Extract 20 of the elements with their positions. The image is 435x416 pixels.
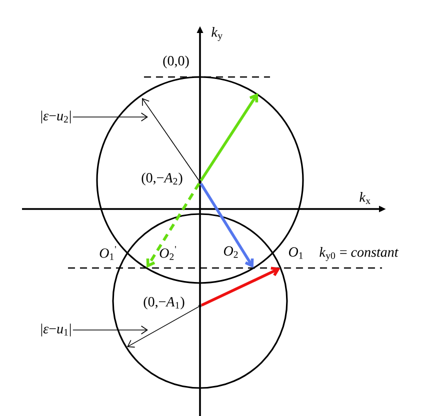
arrow	[127, 306, 199, 348]
formula-label: |ε−u$_{1}$|	[41, 324, 71, 336]
point-label: (0,0)	[163, 56, 189, 68]
leader-line	[72, 112, 148, 122]
arrow	[200, 93, 258, 182]
axis-label: k$_{y}$	[212, 27, 222, 41]
point-label: (0,−A$_{2}$)	[142, 172, 202, 186]
point-label: O$_{1}$'	[100, 246, 116, 260]
arrow	[200, 182, 254, 268]
arrow	[142, 98, 200, 181]
axis-label: k$_{y0}$ = constant	[320, 247, 399, 261]
point-label: O$_{2}$'	[160, 246, 176, 260]
formula-label: |ε−u$_{2}$|	[41, 110, 71, 124]
point-label: O$_{1}$	[288, 247, 303, 259]
leader-line	[72, 326, 148, 334]
arrow	[200, 266, 280, 307]
arrow	[146, 182, 200, 268]
point-label: O$_{2}$	[224, 246, 238, 258]
point-label: (0,−A$_{1}$)	[144, 296, 202, 310]
axis-label: k$_{x}$	[360, 192, 370, 204]
